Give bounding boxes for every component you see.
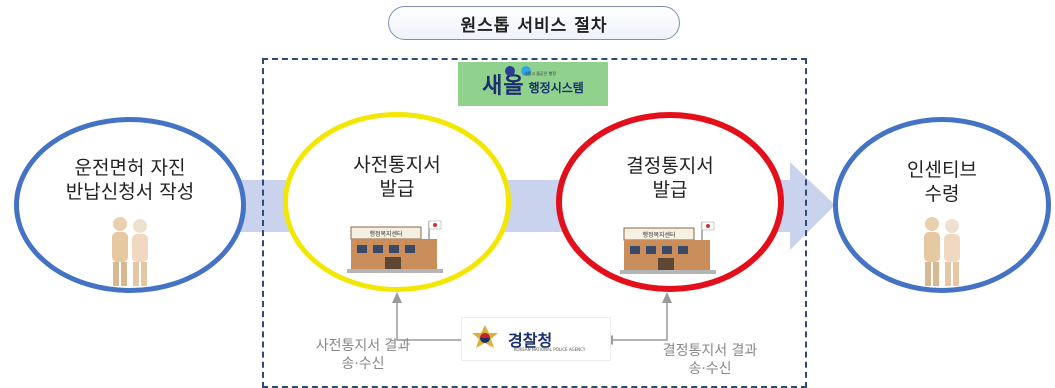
saeol-system-logo: 새롭고 올곧은 행정 새올 행정시스템 [458, 62, 608, 106]
logo-dots-icon [505, 66, 531, 76]
police-agency-name: 경찰청 [508, 331, 553, 350]
police-agency-english: KOREAN NATIONAL POLICE AGENCY [514, 347, 586, 352]
logo-sub-text: 행정시스템 [528, 80, 584, 95]
elderly-couple-icon [924, 217, 960, 286]
logo-main-text: 새올 [482, 74, 525, 99]
diagram-title: 원스톱 서비스 절차 [388, 6, 680, 40]
step-decision-notice-label: 결정통지서 발급 [626, 155, 714, 201]
exchange-label-left: 사전통지서 결과 송·수신 [315, 338, 411, 372]
step-incentive: 인센티브 수령 [833, 117, 1051, 293]
step-incentive-label: 인센티브 수령 [907, 159, 977, 205]
step-pre-notice-label: 사전통지서 발급 [353, 154, 441, 200]
step-apply-label: 운전면허 자진 반납신청서 작성 [65, 157, 195, 203]
logo-tagline: 새롭고 올곧은 행정 [524, 71, 556, 76]
step-pre-notice: 사전통지서 발급 행정복지센터 [283, 112, 511, 292]
building-sign-text: 행정복지센터 [642, 231, 675, 239]
building-sign-text: 행정복지센터 [369, 230, 402, 238]
step-apply: 운전면허 자진 반납신청서 작성 [14, 117, 246, 293]
police-agency-logo: 경찰청 KOREAN NATIONAL POLICE AGENCY [462, 318, 610, 360]
exchange-label-right: 결정통지서 결과 송·수신 [662, 343, 758, 377]
step-decision-notice: 결정통지서 발급 행정복지센터 [556, 112, 784, 292]
elderly-couple-icon [112, 217, 148, 286]
exchange-connector-left [392, 292, 462, 341]
community-center-building-icon: 행정복지센터 [347, 220, 443, 273]
community-center-building-icon: 행정복지센터 [620, 221, 716, 274]
police-emblem-icon [472, 325, 498, 348]
